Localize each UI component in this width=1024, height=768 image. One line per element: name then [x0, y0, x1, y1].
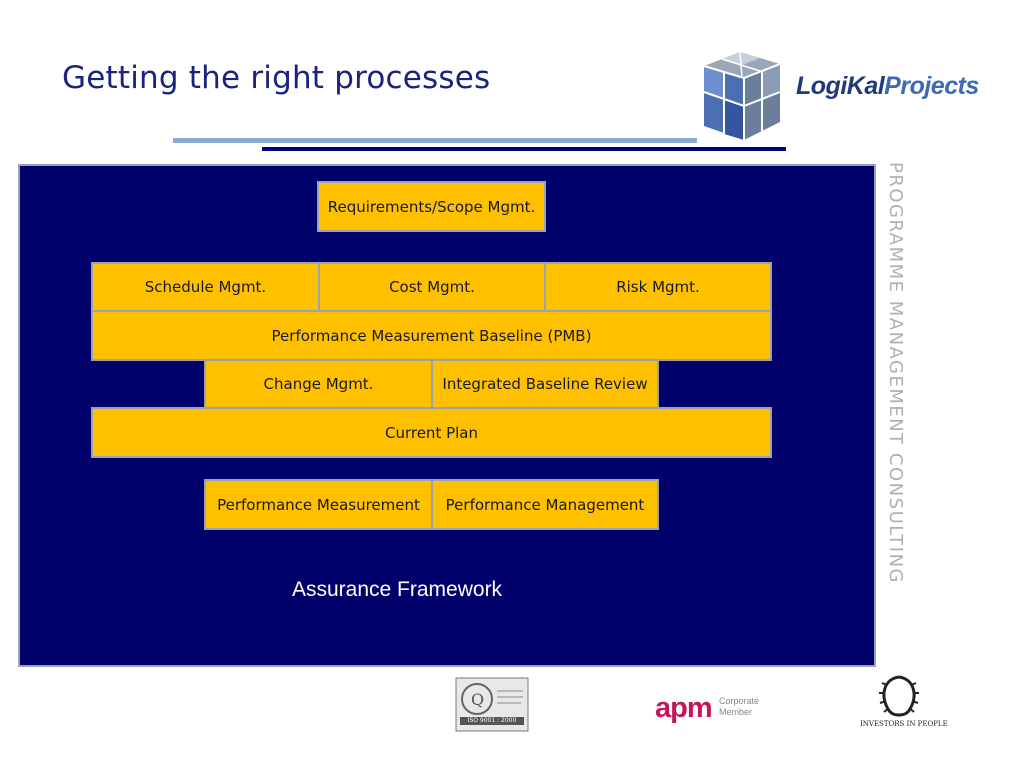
performance-measurement-box: Performance Measurement	[204, 479, 433, 530]
iip-label: INVESTORS IN PEOPLE	[860, 720, 948, 728]
cube-logo-icon	[703, 52, 781, 140]
iso-label: ISO 9001 : 2000	[467, 717, 517, 724]
current-plan-box: Current Plan	[91, 407, 772, 458]
change-box: Change Mgmt.	[204, 359, 433, 409]
investors-in-people-logo: INVESTORS IN PEOPLE	[860, 673, 948, 733]
ibr-box: Integrated Baseline Review	[431, 359, 659, 409]
logo-text-logikal: LogiKal	[796, 72, 885, 100]
iso-seal-icon: Q	[455, 677, 529, 732]
apm-wordmark: apm	[655, 692, 713, 724]
slide-title: Getting the right processes	[62, 60, 491, 96]
schedule-box: Schedule Mgmt.	[91, 262, 320, 312]
performance-management-box: Performance Management	[431, 479, 659, 530]
logo-wordmark: LogiKalProjects	[796, 72, 979, 101]
pmb-box: Performance Measurement Baseline (PMB)	[91, 310, 772, 361]
logikal-logo	[700, 52, 1000, 142]
iso-certification-badge: Q	[455, 677, 529, 732]
cost-box: Cost Mgmt.	[318, 262, 546, 312]
title-underline-dark	[262, 147, 786, 151]
logo-text-projects: Projects	[884, 72, 979, 100]
apm-logo: apm Corporate Member	[655, 692, 759, 725]
side-label: PROGRAMME MANAGEMENT CONSULTING	[885, 162, 906, 585]
assurance-framework-label: Assurance Framework	[292, 578, 503, 601]
risk-box: Risk Mgmt.	[544, 262, 772, 312]
laurel-wreath-icon	[879, 675, 919, 717]
apm-subtitle: Corporate Member	[719, 696, 760, 717]
requirements-box: Requirements/Scope Mgmt.	[317, 181, 546, 232]
svg-text:Q: Q	[471, 690, 484, 709]
title-underline-light	[173, 138, 697, 143]
